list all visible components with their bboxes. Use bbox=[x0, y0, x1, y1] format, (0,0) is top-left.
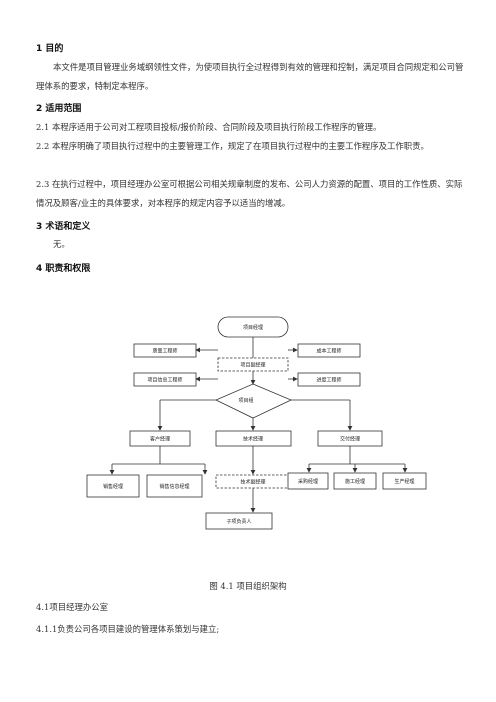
org-chart: 项目经理 质量工程师 成本工程师 项目副经理 项目信息工程师 进度工程师 项目组… bbox=[86, 316, 427, 530]
section-2-item-1: 2.1 本程序适用于公司对工程项目投标/报价阶段、合同阶段及项目执行阶段工作程序… bbox=[36, 122, 382, 132]
node-construction-manager-label: 施工经理 bbox=[345, 478, 365, 485]
node-schedule-engineer-label: 进度工程师 bbox=[316, 377, 341, 384]
node-project-team bbox=[215, 383, 292, 419]
section-4-1-title: 4.1项目经理办公室 bbox=[36, 602, 108, 612]
node-deputy-pm-label: 项目副经理 bbox=[240, 362, 265, 369]
section-4-title: 4 职责和权限 bbox=[36, 264, 91, 274]
node-tech-manager bbox=[215, 430, 292, 447]
section-2-item-2: 2.2 本程序明确了项目执行过程中的主要管理工作，规定了在项目执行过程中的主要工… bbox=[36, 141, 429, 151]
node-schedule-engineer bbox=[297, 372, 361, 387]
node-quality-engineer bbox=[133, 343, 197, 358]
node-quality-engineer-label: 质量工程师 bbox=[152, 348, 177, 355]
node-info-engineer-label: 项目信息工程师 bbox=[147, 377, 182, 384]
section-3-title: 3 术语和定义 bbox=[36, 222, 91, 232]
section-1-body: 本文件是项目管理业务域纲领性文件，为使项目执行全过程得到有效的管理和控制，满足项… bbox=[36, 62, 464, 91]
node-tech-manager-label: 技术经理 bbox=[243, 436, 263, 443]
node-sales-support-manager bbox=[146, 474, 203, 498]
node-production-manager-label: 生产经理 bbox=[394, 478, 414, 485]
node-project-team-label: 项目组 bbox=[238, 397, 253, 404]
section-2-item-3: 2.3 在执行过程中，项目经理办公室可根据公司相关规章制度的发布、公司人力资源的… bbox=[36, 179, 463, 208]
node-specialist bbox=[205, 512, 273, 530]
section-2-title: 2 适用范围 bbox=[36, 104, 82, 114]
node-client-manager bbox=[129, 430, 191, 447]
node-tech-deputy-label: 技术副经理 bbox=[240, 479, 265, 486]
node-production-manager bbox=[382, 472, 427, 490]
section-3-body: 无。 bbox=[53, 239, 70, 249]
node-sales-manager-label: 销售经理 bbox=[103, 483, 123, 490]
node-deputy-pm bbox=[217, 357, 289, 372]
section-4-1-1: 4.1.1负责公司各项目建设的管理体系策划与建立; bbox=[36, 624, 220, 634]
node-cost-engineer bbox=[297, 343, 361, 358]
node-sales-support-manager-label: 销售信息经理 bbox=[159, 483, 189, 490]
node-info-engineer bbox=[133, 372, 197, 387]
node-specialist-label: 子项负责人 bbox=[226, 518, 251, 525]
org-chart-figure: 项目经理 质量工程师 成本工程师 项目副经理 项目信息工程师 进度工程师 项目组… bbox=[0, 300, 496, 570]
node-cost-engineer-label: 成本工程师 bbox=[316, 348, 341, 355]
node-delivery-manager bbox=[317, 430, 383, 447]
node-delivery-manager-label: 交付经理 bbox=[340, 436, 360, 443]
node-construction-manager bbox=[333, 472, 377, 490]
figure-caption: 图 4.1 项目组织架构 bbox=[209, 581, 287, 591]
node-procurement-manager bbox=[287, 472, 329, 490]
node-project-manager bbox=[217, 316, 289, 338]
node-sales-manager bbox=[86, 474, 140, 498]
node-procurement-manager-label: 采购经理 bbox=[298, 478, 318, 485]
node-project-manager-label: 项目经理 bbox=[243, 324, 263, 331]
section-1-title: 1 目的 bbox=[36, 44, 64, 54]
node-client-manager-label: 客户经理 bbox=[150, 436, 170, 443]
